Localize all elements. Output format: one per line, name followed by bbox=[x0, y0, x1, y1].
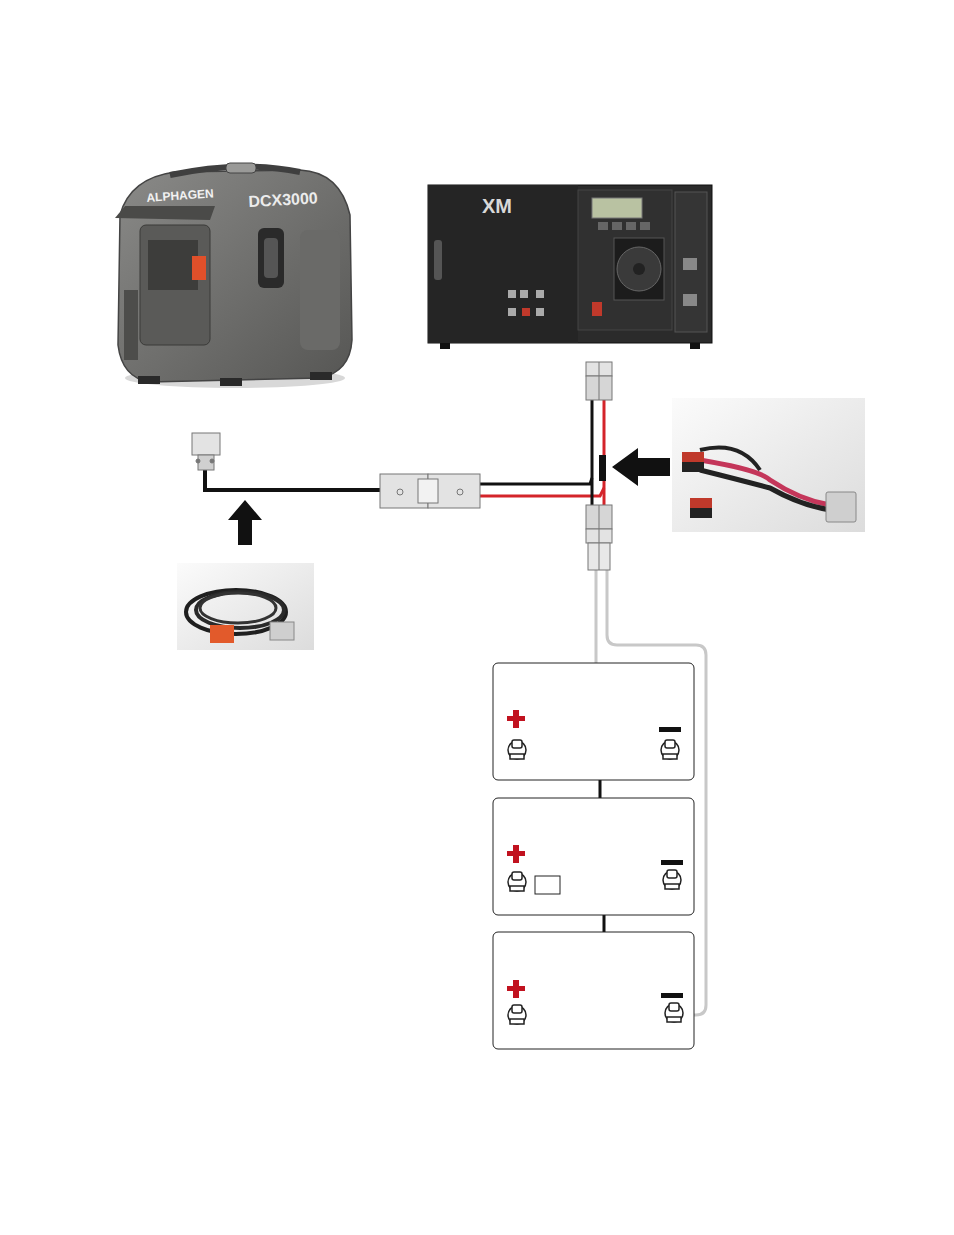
cable-coil-photo bbox=[177, 563, 314, 650]
battery bbox=[493, 663, 694, 1049]
xm-unit-photo bbox=[428, 185, 712, 349]
polarity-symbol bbox=[507, 710, 683, 998]
generator-photo bbox=[115, 163, 352, 388]
y-cable-photo bbox=[672, 398, 865, 532]
cable-wires bbox=[205, 400, 706, 1018]
fuse-holder bbox=[535, 876, 560, 894]
battery-terminal bbox=[508, 740, 683, 1024]
anderson-connector bbox=[192, 362, 612, 570]
product-label: XM bbox=[482, 196, 512, 216]
